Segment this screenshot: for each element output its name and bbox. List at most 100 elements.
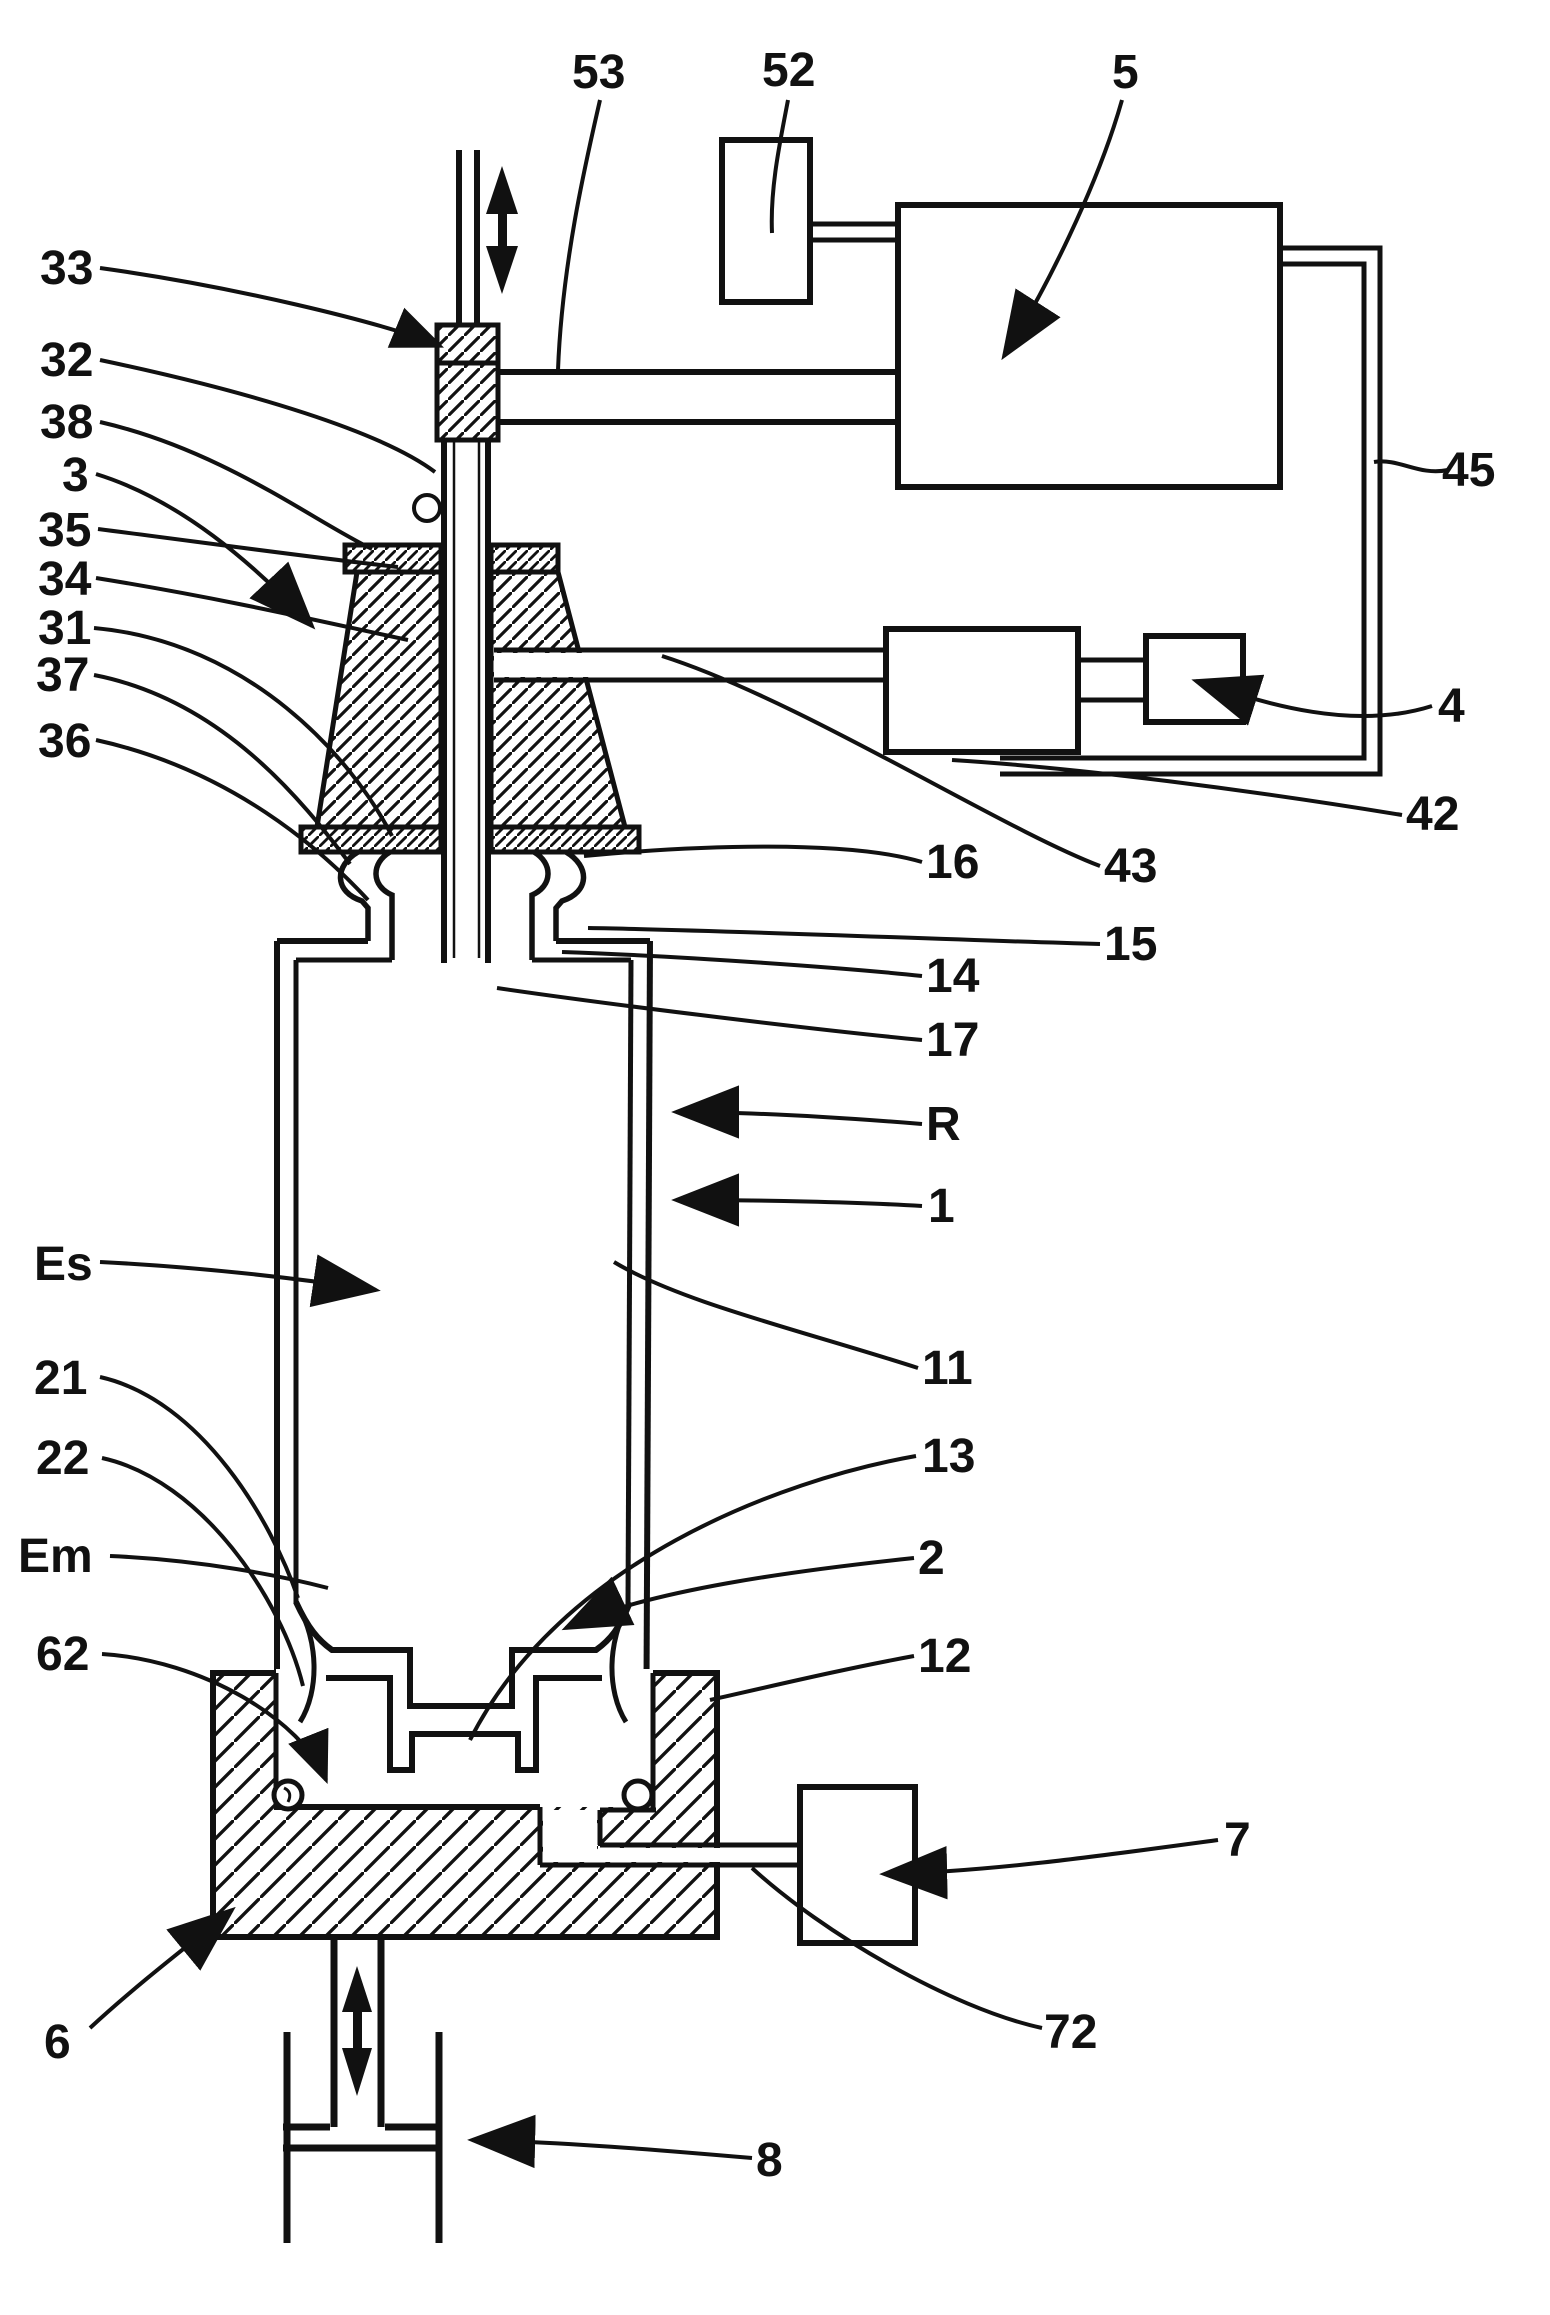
leader-36 (95, 738, 370, 902)
leader-7 (879, 1838, 1219, 1900)
pivot-left-curl (283, 1786, 292, 1803)
neck-seal-right (529, 849, 587, 960)
leader-12 (709, 1654, 915, 1702)
leader-Es (99, 1254, 381, 1308)
leader-5 (1001, 99, 1124, 361)
valve-flap-left-21 (295, 1604, 317, 1724)
label-15: 15 (1104, 918, 1157, 971)
label-16: 16 (926, 836, 979, 889)
label-45: 45 (1442, 444, 1495, 497)
label-17: 17 (926, 1014, 979, 1067)
leader-35 (97, 527, 399, 569)
neck-seal-left (337, 849, 395, 960)
needle-rod-top (456, 150, 480, 327)
leader-53 (556, 99, 602, 371)
control-box-42 (883, 626, 1081, 755)
label-6: 6 (44, 2016, 71, 2069)
leader-1 (671, 1173, 923, 1227)
label-43: 43 (1104, 840, 1157, 893)
pipe-52-to-5 (810, 221, 898, 243)
leader-32 (99, 358, 437, 474)
feed-pipe-53 (498, 369, 898, 425)
label-R: R (926, 1098, 961, 1151)
label-Em: Em (18, 1530, 93, 1583)
label-13: 13 (922, 1430, 975, 1483)
reservoir-cylinder-1 (274, 938, 653, 1791)
labels: 53 52 5 33 32 38 3 35 34 31 37 36 45 4 4… (18, 44, 1495, 2187)
leader-43 (661, 654, 1101, 868)
leader-14 (561, 950, 923, 978)
control-box-52 (719, 137, 813, 305)
pivot-left-62 (271, 1778, 305, 1812)
label-8: 8 (756, 2134, 783, 2187)
leader-33 (99, 266, 445, 348)
label-14: 14 (926, 950, 980, 1003)
leader-R (671, 1085, 923, 1139)
label-3: 3 (62, 449, 89, 502)
label-1: 1 (928, 1180, 955, 1233)
leader-13 (468, 1454, 917, 1741)
leader-6 (88, 1906, 236, 2030)
label-5: 5 (1112, 46, 1139, 99)
leader-15 (587, 926, 1101, 946)
piston-rod-bottom (330, 1937, 385, 2127)
leader-17 (496, 986, 923, 1042)
leader-37 (93, 673, 352, 866)
label-34: 34 (38, 553, 92, 606)
label-42: 42 (1406, 788, 1459, 841)
label-22: 22 (36, 1432, 89, 1485)
leader-16 (583, 844, 923, 864)
label-36: 36 (38, 715, 91, 768)
label-2: 2 (918, 1532, 945, 1585)
label-12: 12 (918, 1630, 971, 1683)
leader-Em (109, 1554, 329, 1590)
tube-seal-ring (412, 493, 442, 523)
pipe-42-to-4 (1078, 657, 1146, 703)
leader-31 (93, 626, 394, 837)
leader-2 (561, 1556, 915, 1631)
leader-11 (612, 1260, 919, 1370)
label-32: 32 (40, 334, 93, 387)
label-4: 4 (1438, 680, 1465, 733)
control-box-4 (1143, 633, 1246, 725)
leader-52 (769, 99, 790, 234)
stroke-arrow-top-icon (486, 166, 518, 294)
plug-33 (434, 322, 501, 443)
label-38: 38 (40, 396, 93, 449)
piston-cup-8 (283, 2032, 443, 2243)
leader-3 (95, 472, 316, 630)
outlet-channel-12 (537, 1807, 802, 1868)
funnel-top-plate-38 (342, 542, 561, 575)
valve-profile-lower (326, 1675, 602, 1773)
label-33: 33 (40, 242, 93, 295)
leader-45 (1373, 459, 1449, 474)
label-21: 21 (34, 1352, 87, 1405)
label-62: 62 (36, 1628, 89, 1681)
funnel-bottom-plate-31 (298, 824, 642, 855)
leader-72 (750, 1866, 1043, 2030)
leader-22 (101, 1456, 305, 1687)
label-72: 72 (1044, 2006, 1097, 2059)
leader-42 (951, 758, 1403, 817)
leader-62 (101, 1652, 329, 1785)
leader-8 (467, 2114, 753, 2169)
label-7: 7 (1224, 1814, 1251, 1867)
label-Es: Es (34, 1238, 93, 1291)
leader-4 (1191, 674, 1433, 726)
leader-34 (95, 576, 409, 642)
label-31: 31 (38, 602, 91, 655)
leader-38 (99, 420, 373, 551)
pivot-right (621, 1778, 655, 1812)
label-11: 11 (922, 1342, 973, 1395)
label-37: 37 (36, 649, 89, 702)
needle-tube (441, 440, 491, 963)
leader-lines (88, 99, 1449, 2169)
label-35: 35 (38, 504, 91, 557)
stroke-arrow-bottom-icon (342, 1966, 372, 2096)
pressure-line-45 (1000, 245, 1383, 777)
leader-21 (99, 1375, 300, 1599)
funnel-cone-3 (314, 569, 636, 830)
label-52: 52 (762, 44, 815, 97)
control-box-5 (895, 202, 1283, 490)
